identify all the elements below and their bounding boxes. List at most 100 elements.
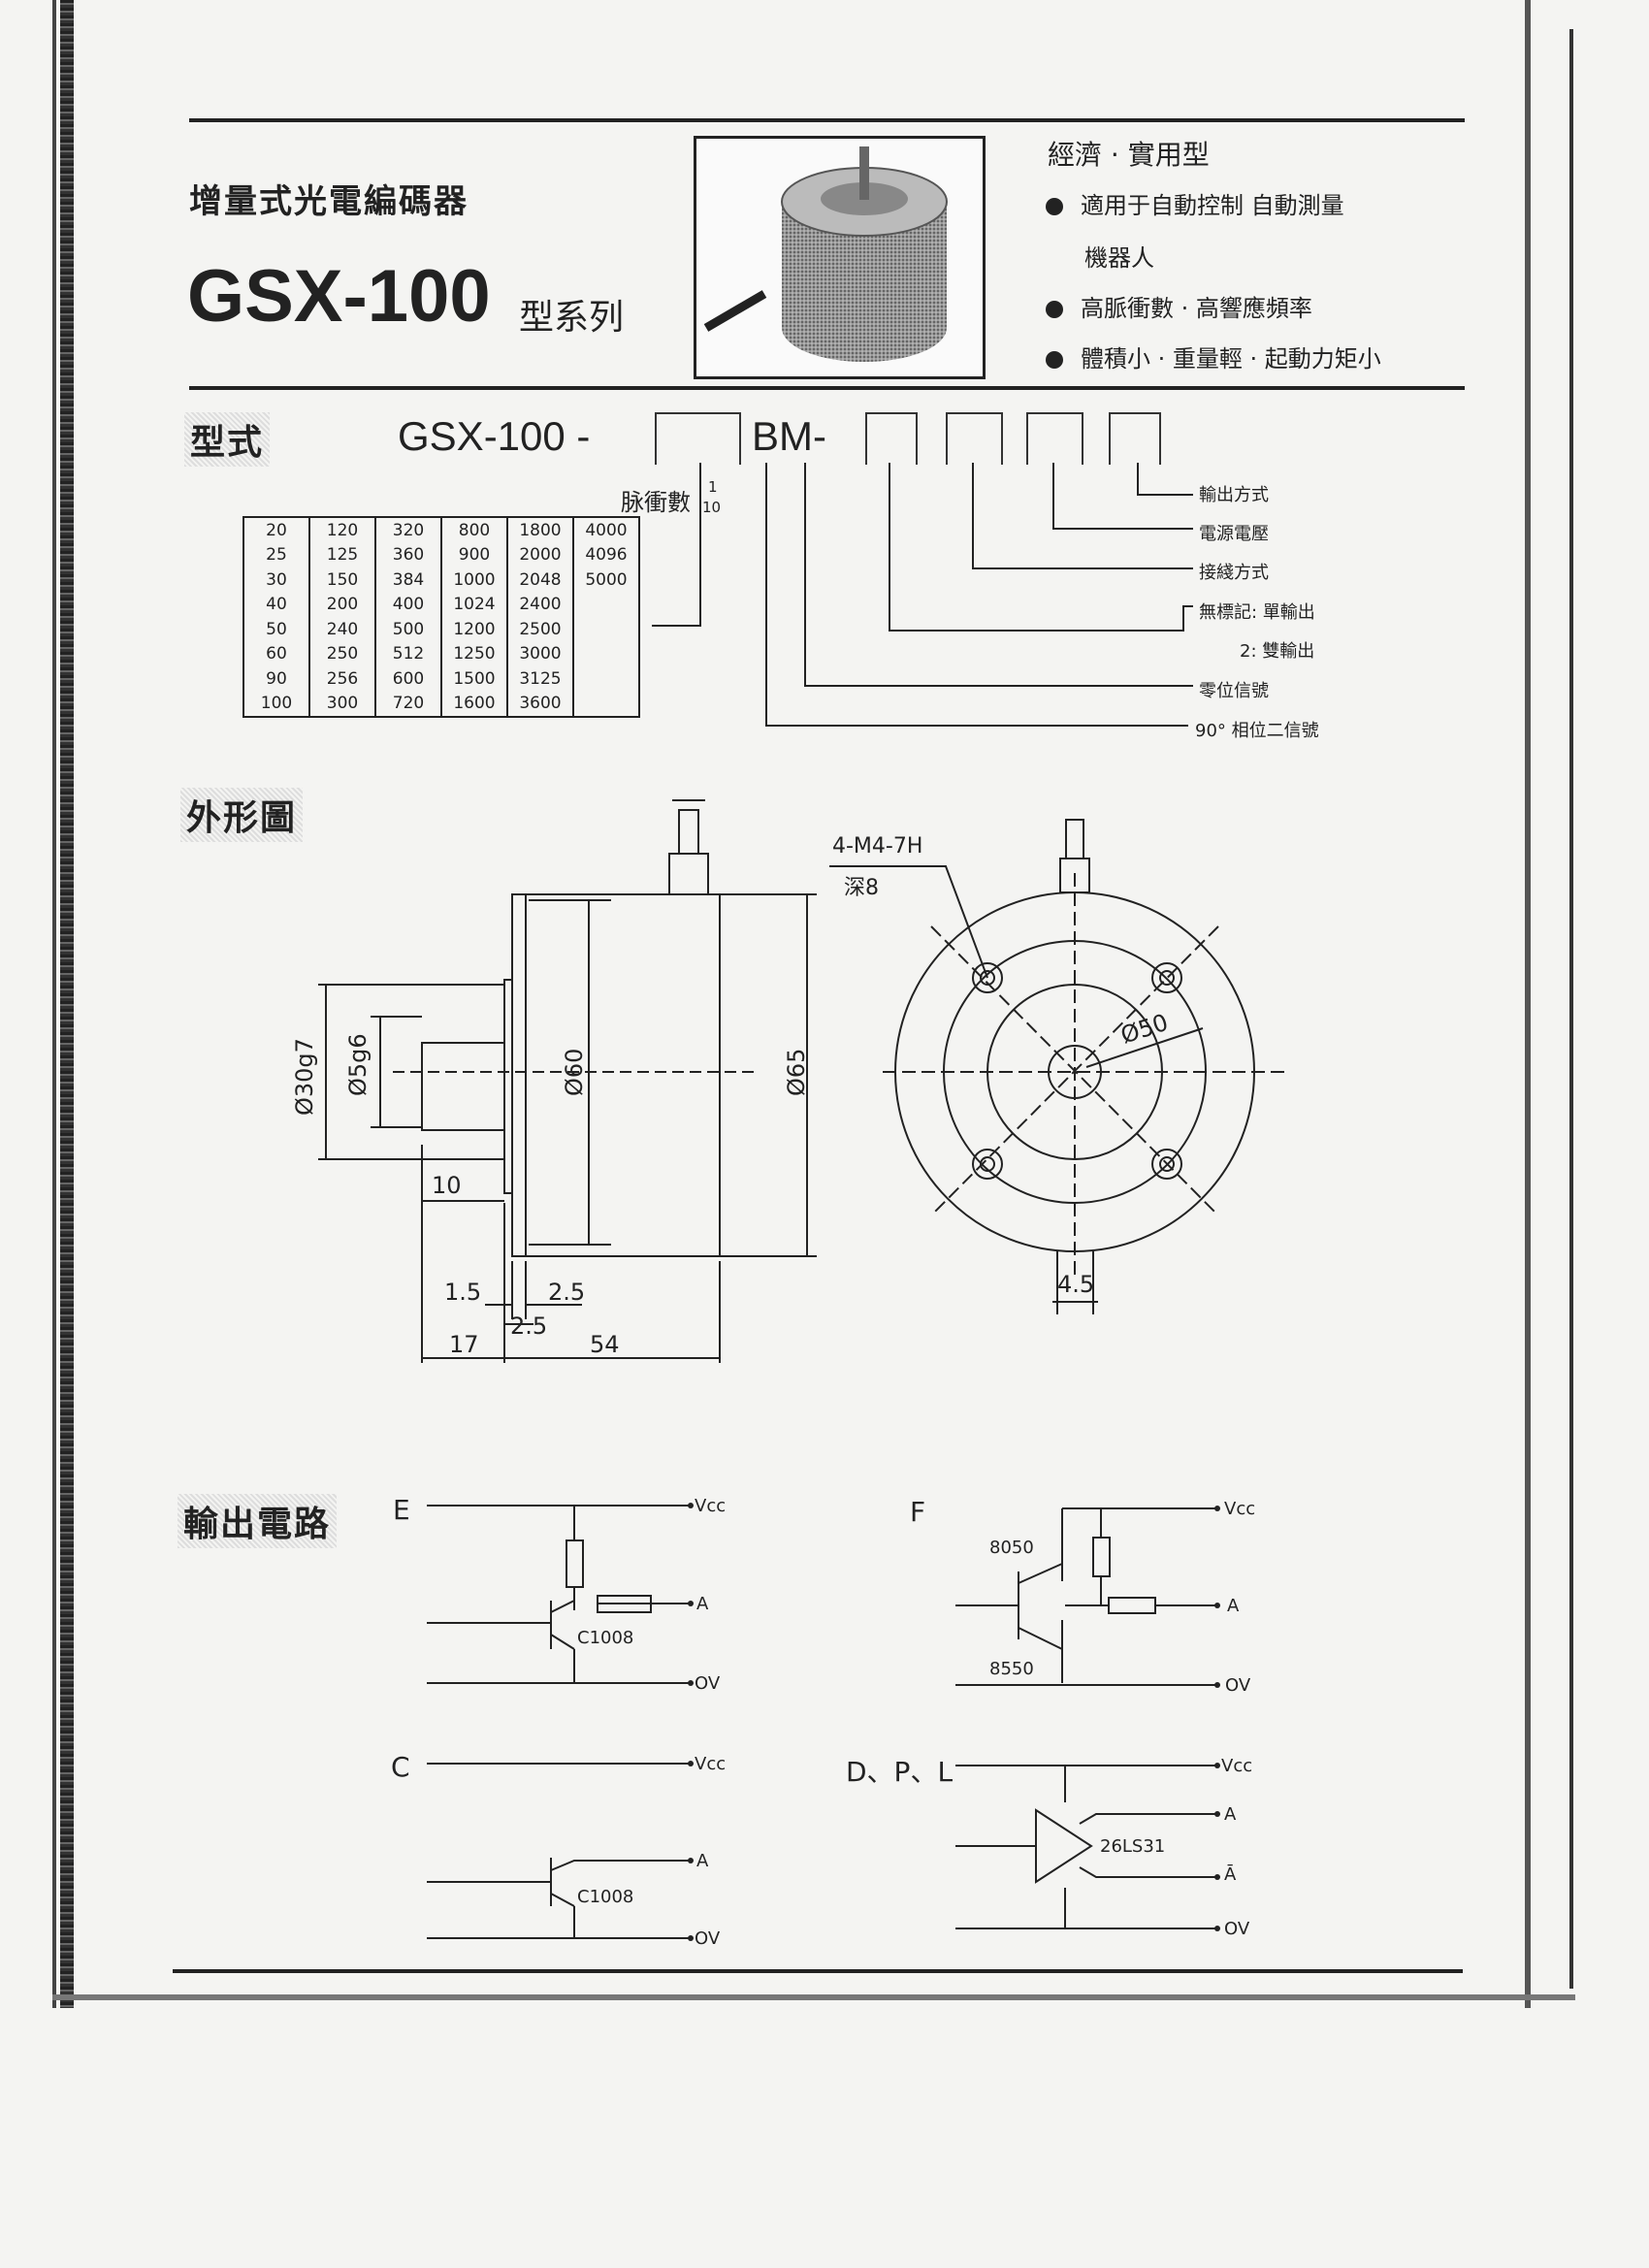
table-cell: 720 bbox=[374, 691, 442, 718]
circuit-e-part: C1008 bbox=[577, 1628, 634, 1648]
circuit-e-a: A bbox=[696, 1594, 709, 1614]
feature-item: 機器人 bbox=[1084, 244, 1154, 272]
callout-output-type: 輸出方式 bbox=[1199, 485, 1269, 505]
dim-thread: 4-M4-7H bbox=[832, 834, 923, 859]
circuit-c-vcc: Vcc bbox=[695, 1754, 727, 1774]
circuit-e-ov: OV bbox=[695, 1673, 721, 1694]
encoder-photo-icon bbox=[703, 146, 948, 362]
table-cell: 2000 bbox=[506, 542, 574, 567]
code-slot-voltage bbox=[1026, 412, 1083, 465]
dim-d30: Ø30g7 bbox=[291, 1038, 318, 1116]
table-cell: 150 bbox=[308, 567, 376, 593]
pulse-fraction-den: 10 bbox=[702, 499, 722, 516]
table-cell: 500 bbox=[374, 617, 442, 642]
table-cell: 1024 bbox=[440, 592, 508, 617]
dim-1-5: 1.5 bbox=[444, 1279, 482, 1306]
table-cell bbox=[572, 666, 640, 692]
circuit-d-part: 26LS31 bbox=[1100, 1836, 1166, 1857]
circuit-f-a: A bbox=[1227, 1596, 1240, 1616]
table-cell: 1000 bbox=[440, 567, 508, 593]
table-cell: 250 bbox=[308, 641, 376, 666]
table-cell: 20 bbox=[242, 516, 310, 543]
table-cell: 90 bbox=[242, 666, 310, 692]
model-code-prefix: GSX-100 - bbox=[398, 413, 591, 459]
table-cell: 3600 bbox=[506, 691, 574, 718]
circuit-f-top: 8050 bbox=[989, 1538, 1034, 1558]
dim-17: 17 bbox=[449, 1331, 479, 1358]
scan-edge bbox=[60, 0, 74, 2008]
table-cell: 200 bbox=[308, 592, 376, 617]
circuit-c-name: C bbox=[391, 1751, 410, 1783]
circuit-e-vcc: Vcc bbox=[695, 1496, 727, 1516]
table-cell: 100 bbox=[242, 691, 310, 718]
circuit-e-name: E bbox=[393, 1494, 410, 1526]
features-heading: 經濟 · 實用型 bbox=[1048, 139, 1210, 171]
model-section-label: 型式 bbox=[184, 412, 271, 467]
table-cell bbox=[572, 641, 640, 666]
table-cell: 125 bbox=[308, 542, 376, 567]
table-cell: 4000 bbox=[572, 516, 640, 543]
table-cell: 120 bbox=[308, 516, 376, 543]
circuit-f-name: F bbox=[910, 1496, 926, 1528]
table-cell: 320 bbox=[374, 516, 442, 543]
table-cell: 512 bbox=[374, 641, 442, 666]
feature-item: 適用于自動控制 自動測量 bbox=[1046, 186, 1344, 220]
pulse-label: 脉衝數 bbox=[621, 489, 691, 516]
dim-d65: Ø65 bbox=[783, 1048, 810, 1096]
header-rule bbox=[189, 386, 1465, 390]
bullet-icon bbox=[1046, 301, 1063, 318]
dim-10: 10 bbox=[432, 1172, 462, 1199]
scan-edge bbox=[1569, 29, 1573, 1989]
circuit-d-ov: OV bbox=[1224, 1919, 1250, 1939]
dim-54: 54 bbox=[590, 1331, 620, 1358]
table-cell: 256 bbox=[308, 666, 376, 692]
dim-4-5: 4.5 bbox=[1057, 1271, 1095, 1298]
dim-2-5-bottom: 2.5 bbox=[510, 1312, 548, 1340]
circuit-d-a: A bbox=[1224, 1804, 1237, 1825]
table-cell: 4096 bbox=[572, 542, 640, 567]
feature-item: 體積小 · 重量輕 · 起動力矩小 bbox=[1046, 340, 1381, 373]
product-model: GSX-100 bbox=[187, 255, 491, 338]
callout-zero-signal: 零位信號 bbox=[1199, 681, 1269, 701]
pulse-fraction-num: 1 bbox=[708, 478, 718, 496]
table-cell: 240 bbox=[308, 617, 376, 642]
table-cell: 2500 bbox=[506, 617, 574, 642]
scan-edge bbox=[1525, 0, 1531, 2008]
table-cell: 1500 bbox=[440, 666, 508, 692]
table-cell: 60 bbox=[242, 641, 310, 666]
table-cell: 384 bbox=[374, 567, 442, 593]
circuit-c-part: C1008 bbox=[577, 1887, 634, 1907]
circuit-f-vcc: Vcc bbox=[1224, 1499, 1256, 1519]
table-cell bbox=[572, 691, 640, 718]
scan-edge bbox=[52, 1994, 1575, 2000]
dim-d60: Ø60 bbox=[561, 1048, 588, 1096]
table-cell: 900 bbox=[440, 542, 508, 567]
table-cell: 40 bbox=[242, 592, 310, 617]
table-cell: 300 bbox=[308, 691, 376, 718]
circuit-c-ov: OV bbox=[695, 1928, 721, 1949]
table-cell: 600 bbox=[374, 666, 442, 692]
dim-depth: 深8 bbox=[844, 876, 879, 900]
product-series: 型系列 bbox=[519, 298, 625, 338]
table-cell: 800 bbox=[440, 516, 508, 543]
table-cell: 30 bbox=[242, 567, 310, 593]
table-cell: 1200 bbox=[440, 617, 508, 642]
bottom-rule bbox=[173, 1969, 1463, 1973]
code-slot-wiring bbox=[946, 412, 1003, 465]
table-cell: 1800 bbox=[506, 516, 574, 543]
table-cell bbox=[572, 617, 640, 642]
circuit-f-bottom: 8550 bbox=[989, 1659, 1034, 1679]
table-cell: 400 bbox=[374, 592, 442, 617]
table-cell: 1600 bbox=[440, 691, 508, 718]
outline-section-label: 外形圖 bbox=[180, 788, 304, 842]
circuit-d-abar: Ā bbox=[1224, 1864, 1237, 1885]
